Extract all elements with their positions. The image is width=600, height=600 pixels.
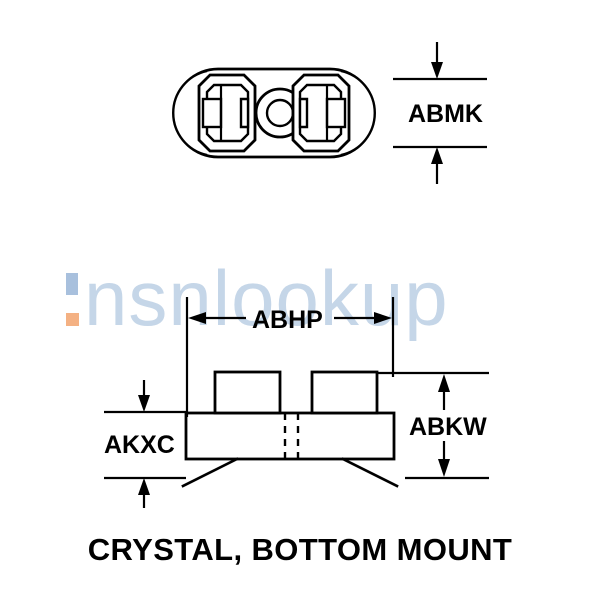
abhp-arrowhead-right: [374, 312, 392, 324]
side-view-right-block: [310, 370, 379, 415]
side-view-left-leg: [181, 457, 239, 488]
dimension-abmk: ABMK: [393, 42, 487, 184]
side-view-left-block: [213, 370, 282, 415]
akxc-arrowhead-bottom: [138, 478, 150, 495]
top-view: [172, 67, 376, 159]
watermark-dot-square: [66, 273, 78, 295]
abhp-label: ABHP: [252, 306, 323, 334]
abmk-label: ABMK: [408, 100, 483, 128]
dimension-abkw: ABKW: [378, 371, 489, 480]
top-view-right-terminal-tab: [325, 97, 347, 129]
side-view-base-plate: [184, 411, 396, 461]
abkw-arrowhead-top: [438, 374, 450, 392]
top-view-left-notch: [239, 97, 250, 129]
drawing-caption: CRYSTAL, BOTTOM MOUNT: [88, 532, 513, 567]
top-view-left-terminal-tab: [201, 97, 223, 129]
top-view-center-hole-inner: [265, 98, 295, 128]
top-view-right-notch: [298, 97, 309, 129]
watermark-text: nsnlookup: [84, 254, 449, 342]
side-view-right-leg: [341, 457, 399, 488]
akxc-label: AKXC: [104, 431, 175, 459]
abkw-arrowhead-bottom: [438, 459, 450, 477]
abhp-arrowhead-left: [188, 312, 206, 324]
abmk-arrowhead-bottom: [431, 147, 443, 164]
dimension-akxc: AKXC: [104, 380, 186, 508]
watermark-accent-square: [66, 313, 79, 326]
akxc-arrowhead-top: [138, 395, 150, 412]
dimension-abhp: ABHP: [185, 297, 395, 417]
side-view: [181, 370, 399, 488]
abmk-arrowhead-top: [431, 62, 443, 79]
watermark: nsnlookup: [66, 254, 449, 342]
abkw-label: ABKW: [409, 413, 487, 441]
